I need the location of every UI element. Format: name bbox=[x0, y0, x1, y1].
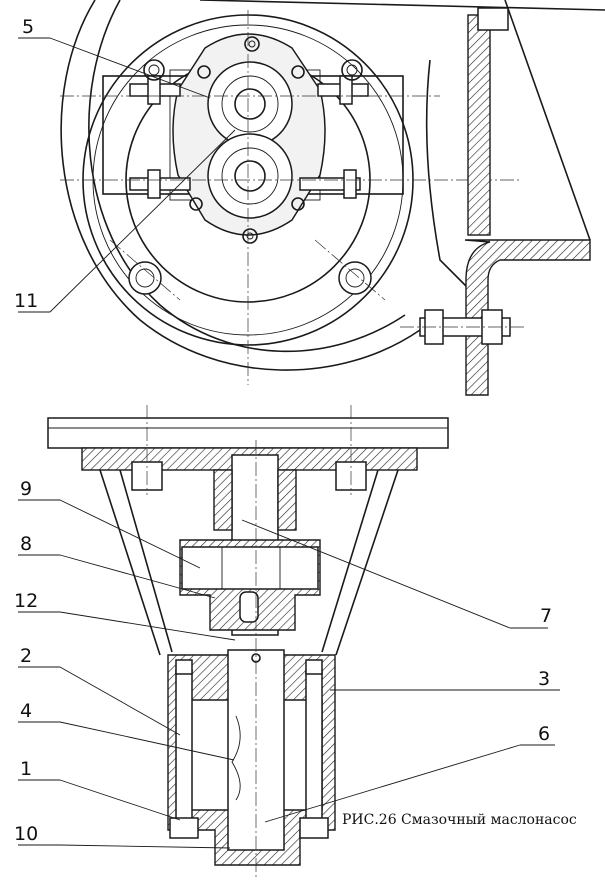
callout-labels: 5 11 9 8 12 7 2 3 4 6 1 10 bbox=[14, 16, 552, 845]
leader-lines bbox=[18, 37, 560, 849]
flange-nut-right bbox=[338, 261, 372, 295]
housing-outer-arc bbox=[60, 0, 421, 371]
callout-6: 6 bbox=[538, 723, 550, 745]
callout-9: 9 bbox=[20, 478, 32, 500]
coupling-gear bbox=[181, 546, 319, 590]
callout-10: 10 bbox=[14, 823, 38, 845]
callout-1: 1 bbox=[20, 758, 32, 780]
top-view bbox=[60, 0, 605, 396]
callout-3: 3 bbox=[538, 668, 550, 690]
mounting-plate bbox=[47, 417, 449, 449]
section-view bbox=[47, 405, 449, 878]
callout-12: 12 bbox=[14, 590, 38, 612]
stud-bolts bbox=[129, 59, 369, 199]
driven-shaft-bore bbox=[234, 160, 266, 192]
drive-gear-hub bbox=[221, 75, 279, 133]
callout-8: 8 bbox=[20, 533, 32, 555]
figure-caption: РИС.26 Смазочный маслонасос bbox=[342, 812, 577, 828]
callout-7: 7 bbox=[540, 605, 552, 627]
callout-4: 4 bbox=[20, 700, 32, 722]
housing-inner-arc bbox=[88, 0, 406, 353]
driven-gear bbox=[207, 133, 293, 219]
callout-2: 2 bbox=[20, 645, 32, 667]
callout-11: 11 bbox=[14, 290, 38, 312]
frame-bracket bbox=[199, 0, 605, 396]
flange-nut-left bbox=[128, 261, 162, 295]
callout-5: 5 bbox=[22, 16, 34, 38]
drive-shaft-bore bbox=[234, 88, 266, 120]
driven-gear-hub bbox=[221, 147, 279, 205]
